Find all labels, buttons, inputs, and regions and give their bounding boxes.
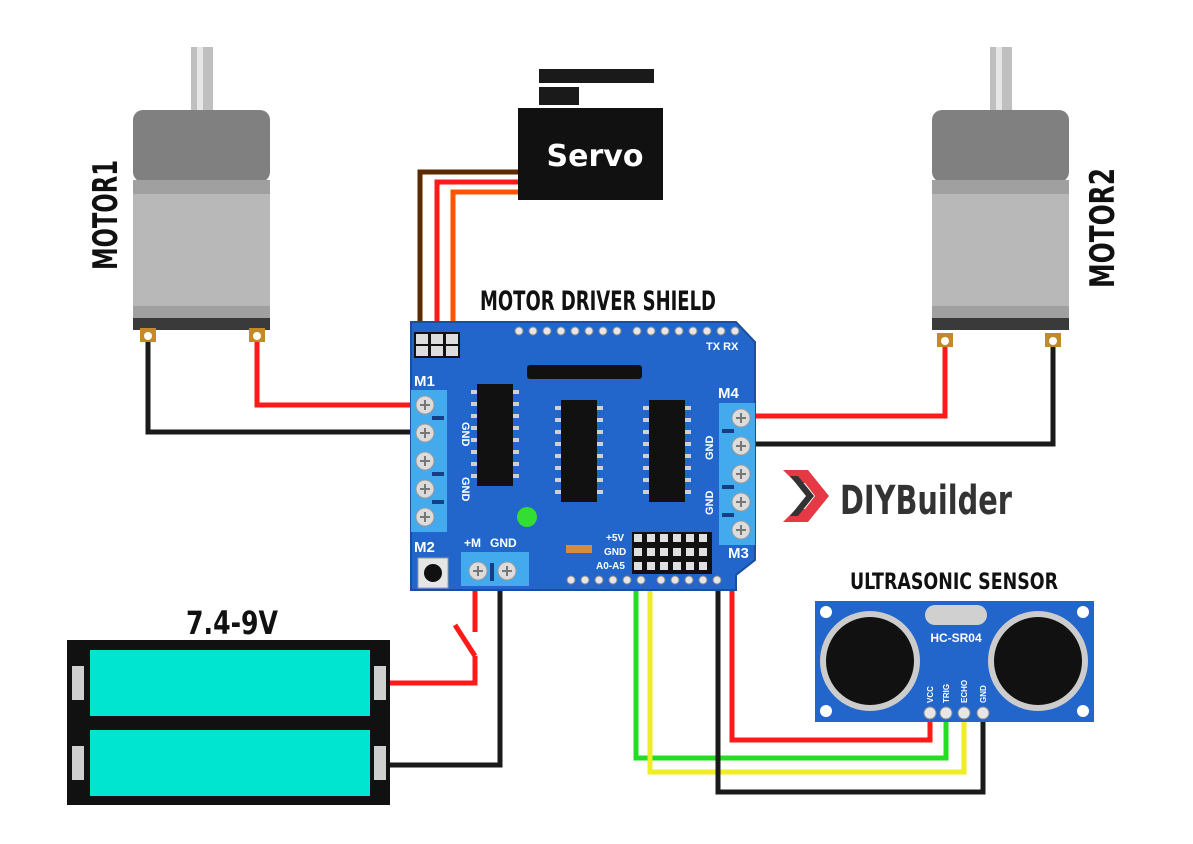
servo-label: Servo [547,139,644,174]
brand-name: DIYBuilder [840,478,1012,524]
m2-label: M2 [414,539,435,556]
motor1-label: MOTOR1 [86,160,126,270]
power-gnd-label: GND [490,536,517,550]
ultrasonic-sensor: ULTRASONIC SENSOR HC-SR04 VCC TRIG ECHO … [815,570,1094,722]
m4-label: M4 [718,385,739,402]
plus-m-label: +M [464,536,481,550]
plus5v-label: +5V [606,533,624,544]
txrx-label: TX RX [706,341,739,353]
m3-label: M3 [728,545,749,562]
servo-red-wire [434,179,520,335]
battery-contact-left-2 [72,746,84,780]
servo-body [518,108,663,200]
sensor-pins [923,706,990,720]
motor1-red-wire [254,340,415,408]
pin-label-trig: TRIG [942,684,951,703]
battery-pack: 7.4-9V [67,604,390,805]
brand-logo-icon [783,470,829,522]
diybuilder-logo: DIYBuilder [783,470,1012,524]
motor2: MOTOR2 [932,47,1123,347]
trig-green-wire [633,570,949,761]
battery-contact-right-1 [374,666,386,700]
motor1: MOTOR1 [86,47,270,342]
echo-yellow-wire [647,570,967,775]
servo-brown-wire [417,169,520,335]
ic-chips [477,384,685,502]
pin-label-echo: ECHO [960,680,969,703]
m2-gnd-label: GND [459,477,471,502]
m3-gnd-label: GND [704,491,716,516]
header-gnd-label: GND [604,547,626,558]
servo-header [414,332,460,358]
battery-contact-right-2 [374,746,386,780]
motor2-red-wire [755,345,948,419]
servo-horn [539,69,654,83]
ultrasonic-title: ULTRASONIC SENSOR [850,570,1058,595]
motor1-endcap [133,318,270,330]
shield-title: MOTOR DRIVER SHIELD [480,286,716,317]
motor2-black-wire [755,345,1056,447]
motor2-label: MOTOR2 [1083,168,1123,288]
a0a5-label: A0-A5 [596,561,625,572]
power-terminal-block [461,552,529,586]
sensor-crystal [925,605,987,625]
shield-header-bar [527,365,642,379]
motor-driver-shield: MOTOR DRIVER SHIELD TX RX [410,286,756,591]
power-led [517,507,537,527]
power-jumper [566,545,592,553]
battery-contact-left-1 [72,666,84,700]
battery-voltage-label: 7.4-9V [186,604,279,642]
motor2-gearbox [932,110,1069,182]
top-header-pins [514,326,740,336]
battery-black-wire [390,588,503,768]
m1-m2-terminal-block [411,390,447,532]
m1-label: M1 [414,373,435,390]
m1-gnd-label: GND [459,422,471,447]
ic-1 [477,384,513,486]
motor2-endcap [932,318,1069,330]
battery-cell-1 [90,650,370,716]
battery-red-wire [390,656,478,686]
ic-3 [649,400,685,502]
m4-gnd-label: GND [704,436,716,461]
power-switch [452,623,478,658]
servo-orange-wire [450,189,520,335]
bottom-header-pins [566,575,722,585]
m3-m4-terminal-block [719,403,755,545]
motor2-body [932,180,1069,320]
servo: Servo [518,69,663,200]
motor1-body [133,180,270,320]
motor1-black-wire [145,340,415,435]
sensor-model-label: HC-SR04 [930,631,982,645]
battery-cell-2 [90,730,370,796]
pin-label-vcc: VCC [926,686,935,703]
motor1-gearbox [133,110,270,182]
ic-2 [561,400,597,502]
pin-label-gnd: GND [979,685,988,703]
analog-header-pins [632,532,712,574]
servo-hub [539,87,579,105]
